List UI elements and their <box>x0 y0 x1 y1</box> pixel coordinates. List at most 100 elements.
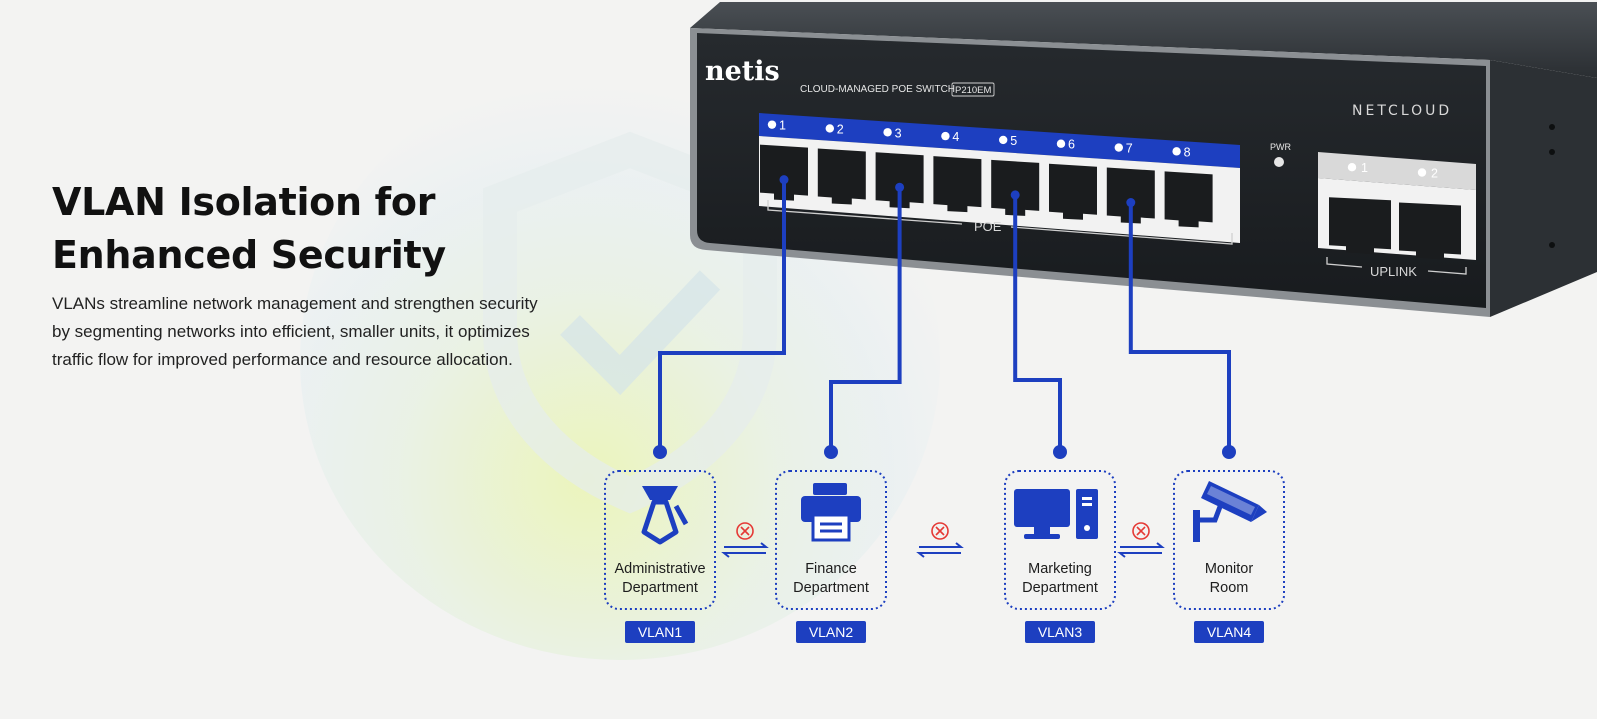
port-number-label: 5 <box>1010 134 1017 148</box>
port-connector-dot <box>1010 190 1020 200</box>
poe-port-4: 4 <box>933 130 982 213</box>
port-connector-dot <box>1126 198 1136 208</box>
pwr-led-icon <box>1274 157 1284 167</box>
department-frame <box>775 470 887 610</box>
vlan-badge <box>796 621 866 643</box>
uplink-port-2: 2 <box>1399 167 1461 260</box>
rj45-jack <box>1329 197 1391 255</box>
poe-port-2: 2 <box>817 122 866 205</box>
arrow-left-icon <box>721 552 766 558</box>
vlan-badge <box>1194 621 1264 643</box>
poe-port-1: 1 <box>760 119 808 201</box>
poe-port-3: 3 <box>875 126 924 209</box>
port-led-icon <box>999 135 1008 145</box>
port-number-label: 2 <box>837 122 844 136</box>
description-line-3: traffic flow for improved performance an… <box>52 350 513 369</box>
connection-line-vlan4 <box>1128 202 1231 455</box>
vlan-badge-label: VLAN4 <box>1207 624 1252 640</box>
poe-port-5: 5 <box>991 134 1040 216</box>
port-led-icon <box>825 124 834 133</box>
rj45-jack <box>1106 167 1155 224</box>
poe-port-6: 6 <box>1049 138 1097 220</box>
rj45-jack <box>875 152 924 209</box>
model-label: P210EM <box>955 85 992 96</box>
product-line-label: CLOUD-MANAGED POE SWITCH <box>800 84 955 95</box>
isolation-marker-1 <box>721 522 769 558</box>
arrow-right-icon <box>919 542 964 548</box>
rj45-jack <box>991 159 1040 216</box>
vlan-connection-lines <box>658 175 1231 455</box>
department-name-line-2: Department <box>793 580 869 596</box>
model-badge <box>951 82 995 97</box>
rj45-jack <box>933 156 982 213</box>
tie-icon <box>641 486 689 545</box>
title-line-2: Enhanced Security <box>52 233 446 277</box>
endpoint-dot <box>1053 445 1067 459</box>
poe-port-7: 7 <box>1106 142 1155 224</box>
port-number-label: 8 <box>1184 145 1191 159</box>
arrow-right-icon <box>724 542 769 548</box>
connection-line-vlan3 <box>1013 194 1062 455</box>
security-camera-icon <box>1193 481 1267 542</box>
department-frame <box>604 470 716 610</box>
rj45-jack <box>1399 202 1461 260</box>
department-frame <box>1173 470 1285 610</box>
uplink-group-label: UPLINK <box>1370 264 1417 279</box>
department-name-line-1: Finance <box>805 561 857 577</box>
department-name-line-1: Marketing <box>1028 561 1092 577</box>
poe-group-label: POE <box>974 219 1002 234</box>
port-number-label: 2 <box>1431 167 1438 181</box>
department-name-line-2: Department <box>622 580 698 596</box>
poe-port-group: 1 2 3 4 5 6 7 8 <box>760 119 1213 228</box>
vlan-badge-label: VLAN2 <box>809 624 854 640</box>
port-number-label: 7 <box>1126 142 1133 156</box>
port-number-label: 6 <box>1068 138 1075 152</box>
rj45-jack <box>760 144 808 201</box>
poe-port-8: 8 <box>1164 145 1213 228</box>
isolation-marker-group <box>721 522 1165 558</box>
port-led-icon <box>1172 147 1181 156</box>
department-frame <box>1004 470 1116 610</box>
page-title: VLAN Isolation for Enhanced Security <box>52 176 446 282</box>
department-group: AdministrativeDepartmentVLAN1FinanceDepa… <box>604 445 1285 643</box>
brand-logo: netis <box>705 56 780 87</box>
department-name-line-2: Department <box>1022 580 1098 596</box>
arrow-left-icon <box>1117 552 1162 558</box>
department-name-line-1: Monitor <box>1205 561 1254 577</box>
arrow-right-icon <box>1120 542 1165 548</box>
rj45-jack <box>1049 163 1097 220</box>
uplink-port-1: 1 <box>1329 161 1391 255</box>
desktop-computer-icon <box>1014 489 1098 539</box>
endpoint-dot <box>824 445 838 459</box>
port-led-icon <box>767 120 777 129</box>
port-connector-dot <box>779 175 789 185</box>
vlan-badge-label: VLAN1 <box>638 624 683 640</box>
description-line-1: VLANs streamline network management and … <box>52 294 538 313</box>
port-number-label: 1 <box>1361 161 1368 175</box>
department-name-line-1: Administrative <box>614 561 705 577</box>
endpoint-dot <box>1222 445 1236 459</box>
connection-line-vlan2 <box>829 187 902 455</box>
vlan-badge-label: VLAN3 <box>1038 624 1083 640</box>
port-led-icon <box>1347 162 1357 172</box>
connection-line-vlan1 <box>658 179 786 455</box>
arrow-left-icon <box>916 552 961 558</box>
port-led-icon <box>941 131 950 141</box>
blocked-icon <box>736 522 754 540</box>
rj45-jack <box>817 148 866 205</box>
port-number-label: 1 <box>779 119 786 133</box>
vlan-badge <box>625 621 695 643</box>
port-number-label: 3 <box>895 126 902 140</box>
cloud-brand-logo: NETCLOUD <box>1352 103 1452 119</box>
port-led-icon <box>1056 139 1066 148</box>
port-led-icon <box>1417 168 1427 177</box>
port-led-icon <box>883 128 892 137</box>
uplink-port-strip <box>1318 152 1476 190</box>
blocked-icon <box>931 522 949 540</box>
port-number-label: 4 <box>952 130 959 144</box>
